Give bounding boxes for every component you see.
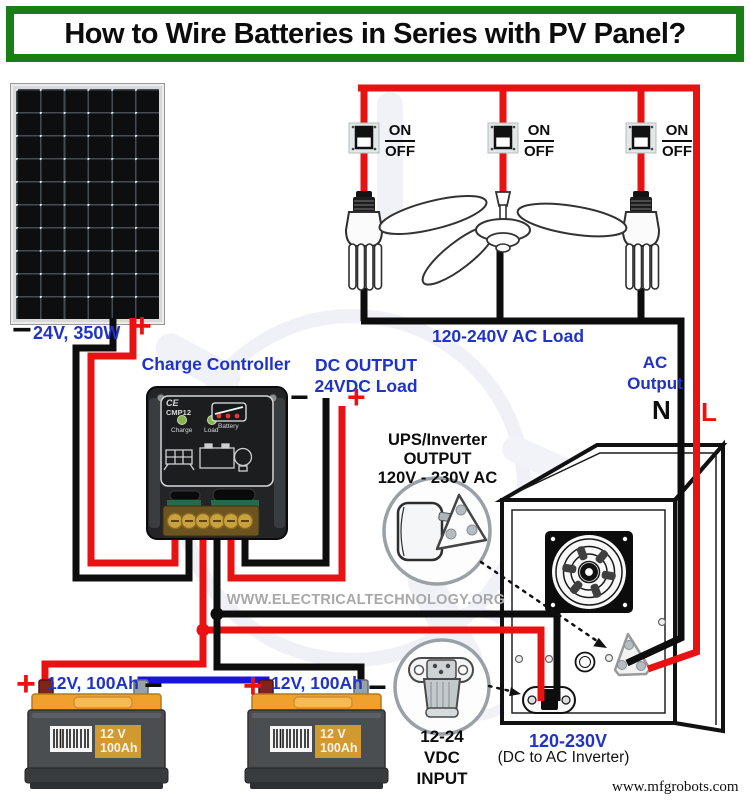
- switch-2-icon: [487, 122, 519, 154]
- junction-dot-positive: [196, 623, 210, 637]
- pointer-arrows: [479, 560, 607, 697]
- battery-2-icon: [244, 679, 389, 789]
- series-wire: [137, 676, 270, 694]
- cfl-lamp-1-icon: [344, 191, 384, 291]
- dc-inlet-icon: [522, 686, 576, 714]
- ceiling-fan-icon: [378, 191, 628, 286]
- inverter-button-icon: [574, 651, 596, 673]
- solar-panel-cells: [16, 89, 159, 319]
- ups-output-plug-icon: [382, 476, 492, 586]
- controller-terminals: [166, 512, 254, 530]
- switch-1-icon: [348, 122, 380, 154]
- neutral-wires: [72, 248, 685, 701]
- title-banner: How to Wire Batteries in Series with PV …: [6, 6, 744, 62]
- solar-panel-icon: [10, 83, 165, 325]
- live-wires: [41, 84, 700, 701]
- outlet-pin: [617, 660, 627, 670]
- inverter-fan-icon: [545, 531, 633, 613]
- charge-controller-icon: [146, 386, 288, 540]
- dc-input-plug-icon: [393, 638, 491, 736]
- controller-icons: [163, 443, 253, 472]
- cfl-lamp-2-icon: [621, 191, 661, 291]
- page-title: How to Wire Batteries in Series with PV …: [64, 17, 686, 50]
- junction-dot-negative: [210, 607, 224, 621]
- outlet-pin: [636, 661, 646, 671]
- inverter-box: [494, 439, 728, 734]
- switch-3-icon: [625, 122, 657, 154]
- battery-1-icon: [24, 679, 169, 789]
